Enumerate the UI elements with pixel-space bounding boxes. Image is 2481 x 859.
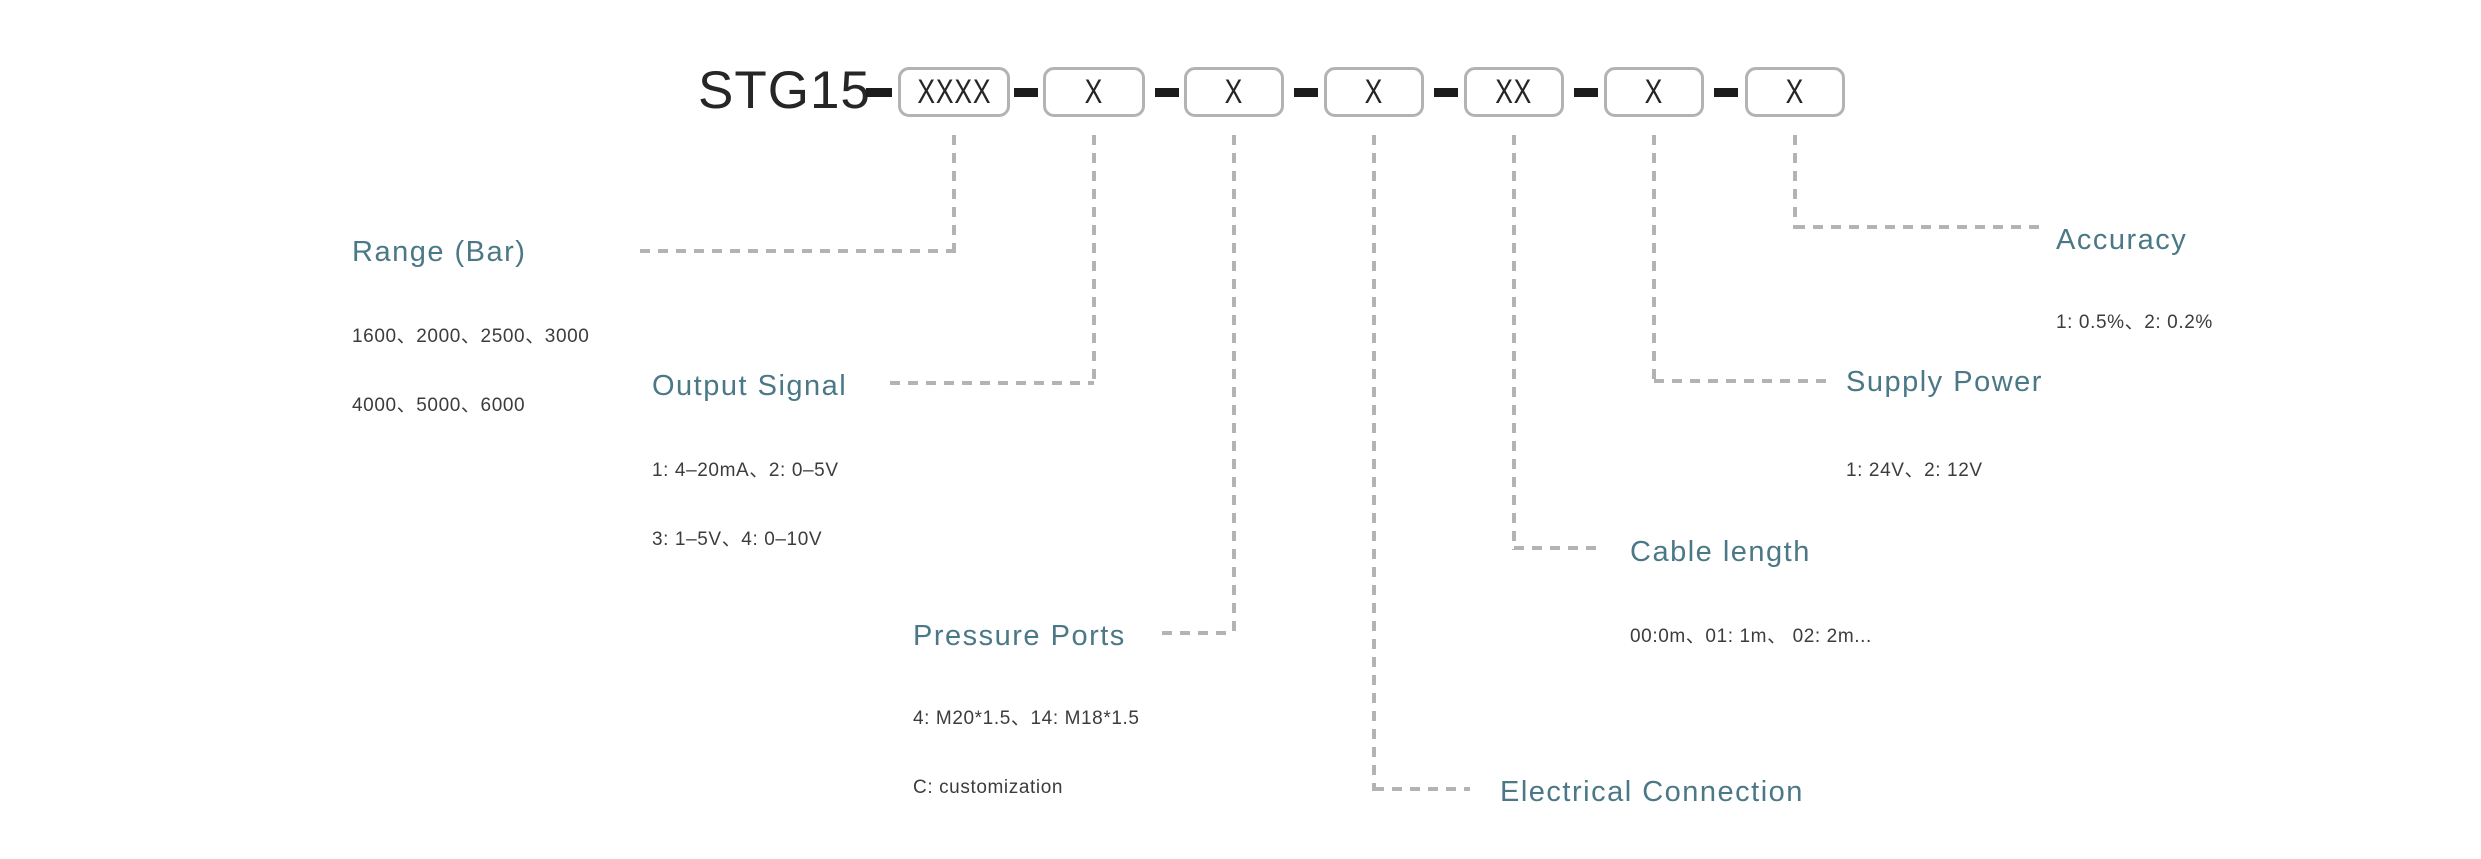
option-values-line: 1: 24V、2: 12V: [1846, 460, 1983, 481]
connector-cable-length-horizontal: [1514, 546, 1604, 550]
connector-supply-power-vertical: [1652, 135, 1656, 383]
dash-separator: [866, 88, 892, 97]
code-box-supply-power-text: X: [1644, 72, 1664, 111]
dash-separator: [1434, 88, 1458, 97]
connector-output-signal-horizontal: [890, 381, 1094, 385]
connector-range-horizontal: [640, 249, 954, 253]
dash-separator: [1294, 88, 1318, 97]
code-box-accuracy: X: [1745, 67, 1845, 117]
connector-supply-power-horizontal: [1654, 379, 1832, 383]
option-values-line: 1600、2000、2500、3000: [352, 326, 590, 347]
code-box-cable-length: XX: [1464, 67, 1564, 117]
code-box-range-text: XXXX: [917, 72, 991, 111]
option-values-accuracy: 1: 0.5%、2: 0.2%: [2056, 265, 2213, 380]
option-values-line: 1: 4–20mA、2: 0–5V: [652, 460, 839, 481]
dash-separator: [1014, 88, 1038, 97]
option-title-accuracy: Accuracy: [2056, 224, 2188, 256]
code-box-pressure-ports-text: X: [1224, 72, 1244, 111]
code-box-range: XXXX: [898, 67, 1010, 117]
connector-cable-length-vertical: [1512, 135, 1516, 550]
dash-separator: [1155, 88, 1179, 97]
option-values-line: 3: 1–5V、4: 0–10V: [652, 529, 823, 550]
option-values-line: 1: 0.5%、2: 0.2%: [2056, 312, 2213, 333]
option-values-output-signal: 1: 4–20mA、2: 0–5V 3: 1–5V、4: 0–10V: [652, 413, 839, 597]
option-values-line: C: customization: [913, 777, 1064, 798]
connector-accuracy-vertical: [1793, 135, 1797, 229]
option-values-cable-length: 00:0m、01: 1m、 02: 2m...: [1630, 579, 1872, 694]
code-box-output-signal-text: X: [1084, 72, 1104, 111]
option-title-pressure-ports: Pressure Ports: [913, 620, 1126, 652]
code-box-electrical-connection: X: [1324, 67, 1424, 117]
option-values-electrical-connection: 1:DIN43650、2: M12×1航空出线: [1500, 815, 1790, 859]
code-box-cable-length-text: XX: [1495, 72, 1533, 111]
option-title-electrical-connection: Electrical Connection: [1500, 776, 1804, 808]
model-prefix: STG15: [698, 61, 871, 120]
option-values-range: 1600、2000、2500、3000 4000、5000、6000: [352, 279, 589, 463]
dash-separator: [1714, 88, 1738, 97]
code-box-output-signal: X: [1043, 67, 1145, 117]
option-values-line: 00:0m、01: 1m、 02: 2m...: [1630, 626, 1872, 647]
connector-accuracy-horizontal: [1795, 225, 2042, 229]
connector-range-vertical: [952, 135, 956, 253]
code-box-electrical-connection-text: X: [1364, 72, 1384, 111]
code-box-accuracy-text: X: [1785, 72, 1805, 111]
dash-separator: [1574, 88, 1598, 97]
option-values-line: 4000、5000、6000: [352, 395, 526, 416]
connector-output-signal-vertical: [1092, 135, 1096, 385]
connector-electrical-connection-vertical: [1372, 135, 1376, 791]
option-values-pressure-ports: 4: M20*1.5、14: M18*1.5 C: customization: [913, 661, 1140, 845]
connector-pressure-ports-horizontal: [1162, 631, 1234, 635]
connector-pressure-ports-vertical: [1232, 135, 1236, 635]
option-title-supply-power: Supply Power: [1846, 366, 2043, 398]
option-title-output-signal: Output Signal: [652, 370, 848, 402]
option-values-supply-power: 1: 24V、2: 12V: [1846, 413, 1983, 528]
option-title-cable-length: Cable length: [1630, 536, 1811, 568]
option-title-range: Range (Bar): [352, 236, 527, 268]
code-box-pressure-ports: X: [1184, 67, 1284, 117]
connector-electrical-connection-horizontal: [1374, 787, 1470, 791]
option-values-line: 4: M20*1.5、14: M18*1.5: [913, 708, 1140, 729]
code-box-supply-power: X: [1604, 67, 1704, 117]
